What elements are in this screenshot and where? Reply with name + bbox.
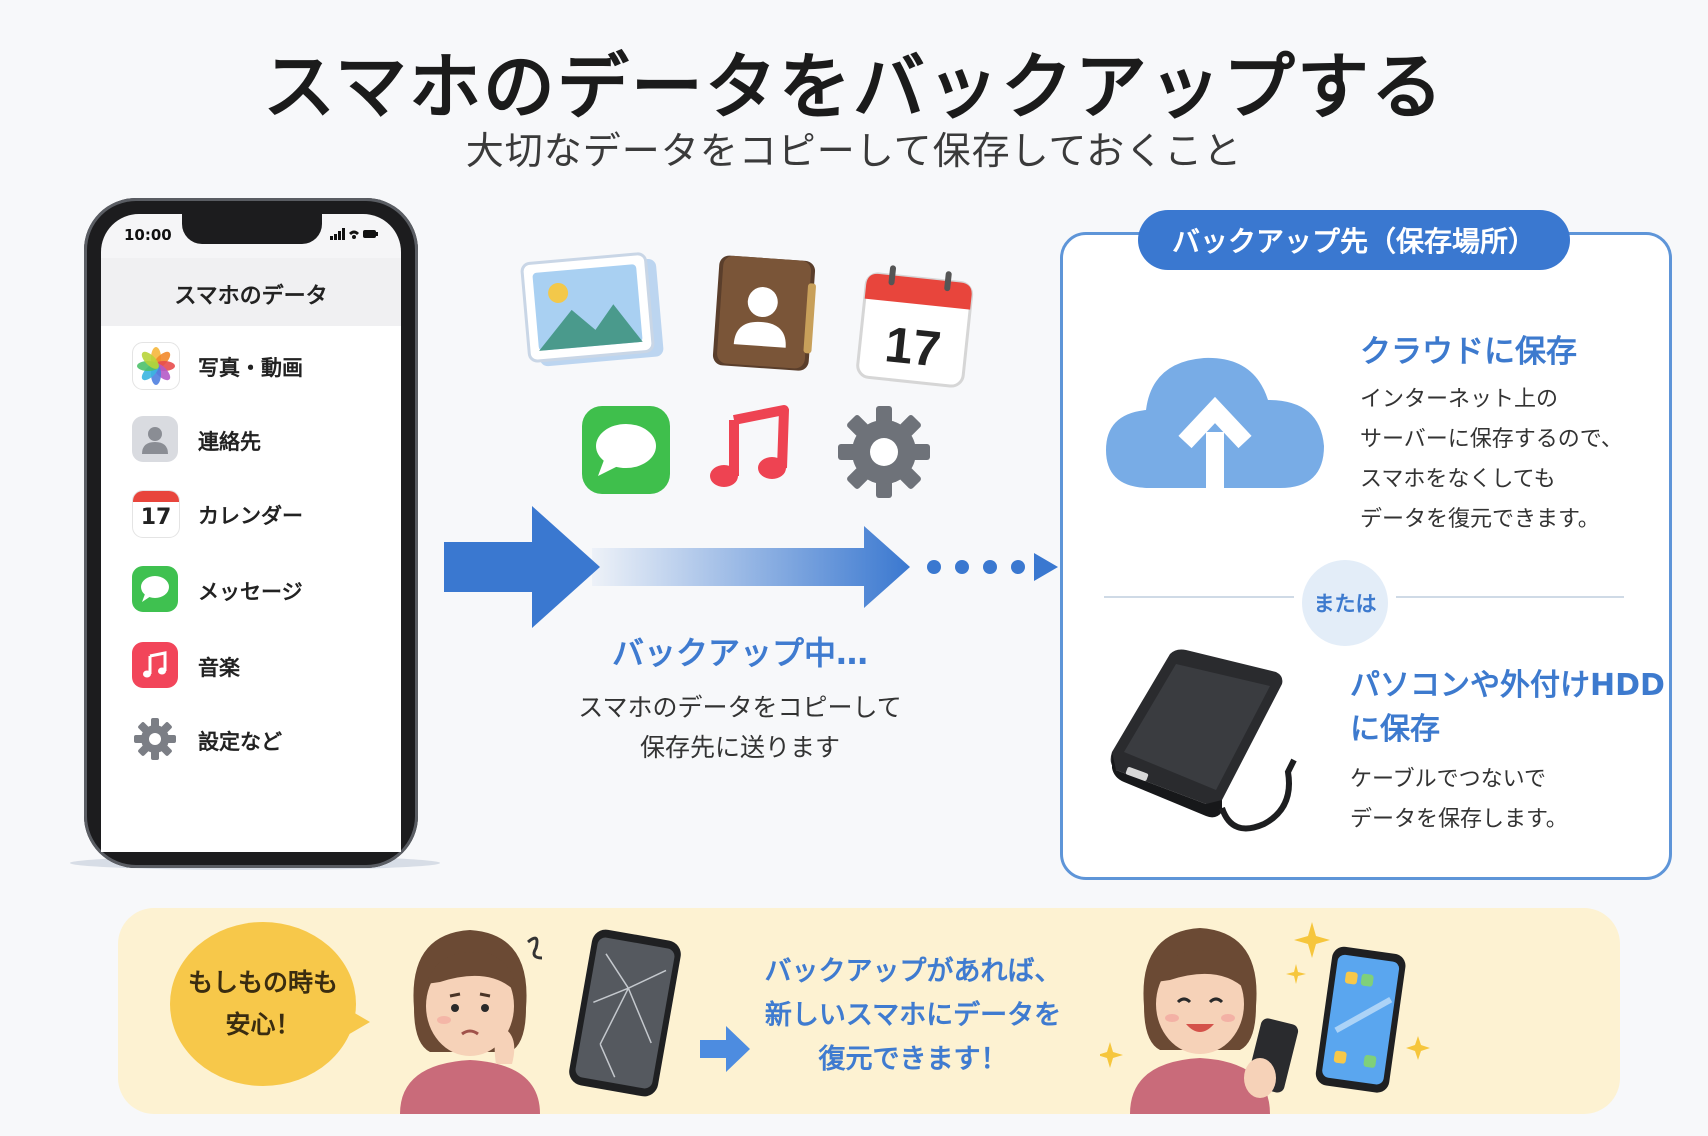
photos-icon (132, 342, 180, 390)
app-label-contacts: 連絡先 (198, 430, 261, 454)
bubble-text-line: もしもの時も (187, 968, 338, 997)
app-label-photos: 写真・動画 (198, 356, 303, 380)
app-row-contacts: 連絡先 (132, 416, 392, 470)
hdd-title-line: パソコンや外付けHDD (1350, 668, 1665, 703)
arrow-gradient (592, 526, 910, 608)
cloud-description-line: スマホをなくしても (1360, 467, 1556, 492)
contacts-icon (132, 416, 178, 462)
transfer-arrows (444, 502, 1084, 632)
banner-message-line: 復元できます！ (818, 1044, 1008, 1075)
page-subtitle: 大切なデータをコピーして保存しておくこと (465, 129, 1243, 173)
cloud-option-title: クラウドに保存 (1360, 334, 1577, 370)
signal-wifi-battery-icon (330, 228, 378, 240)
settings-icon (132, 716, 178, 762)
phone-screen-title: スマホのデータ (174, 284, 328, 309)
music-note-icon (708, 404, 790, 494)
messages-icon (132, 566, 178, 612)
message-bubble-icon (580, 404, 672, 496)
status-icons (330, 228, 378, 243)
music-icon (132, 642, 178, 688)
cloud-description-line: インターネット上の (1360, 387, 1559, 412)
or-badge: または (1302, 560, 1388, 646)
app-row-music: 音楽 (132, 642, 392, 696)
happy-woman-illustration (1097, 902, 1430, 1114)
page-title: スマホのデータをバックアップする (263, 45, 1445, 129)
app-row-messages: メッセージ (132, 566, 392, 620)
app-label-messages: メッセージ (198, 580, 303, 604)
app-label-music: 音楽 (198, 656, 240, 680)
bubble-text-line: 安心！ (225, 1010, 301, 1039)
app-row-calendar: 17 カレンダー (132, 490, 392, 544)
banner-message: バックアップがあれば、 新しいスマホにデータを 復元できます！ (748, 950, 1078, 1082)
app-label-calendar: カレンダー (198, 504, 303, 528)
photo-gallery-icon (518, 250, 668, 376)
right-arrow-icon (700, 1024, 752, 1074)
app-label-settings: 設定など (198, 730, 282, 754)
hdd-option-description: ケーブルでつないで データを保存します。 (1350, 760, 1568, 840)
hdd-title-line: に保存 (1350, 712, 1440, 747)
broken-phone-icon (566, 928, 684, 1098)
cloud-description-line: データを復元できます。 (1360, 507, 1600, 532)
calendar-icon: 17 (132, 490, 180, 538)
backup-status-label: バックアップ中… (611, 634, 868, 672)
divider-right (1396, 596, 1624, 598)
divider-left (1104, 596, 1294, 598)
cloud-option-description: インターネット上の サーバーに保存するので、 スマホをなくしても データを復元で… (1360, 380, 1623, 540)
cloud-description-line: サーバーに保存するので、 (1360, 427, 1623, 452)
phone-header-bar (101, 258, 401, 326)
speech-bubble: もしもの時も 安心！ (170, 922, 356, 1086)
backup-description-line: 保存先に送ります (639, 733, 840, 762)
hdd-option-title: パソコンや外付けHDD に保存 (1350, 664, 1665, 752)
status-time: 10:00 (124, 226, 172, 244)
hdd-description-line: ケーブルでつないで (1350, 767, 1547, 792)
gear-icon (836, 404, 932, 500)
banner-message-line: 新しいスマホにデータを (764, 1000, 1062, 1031)
calendar-day: 17 (140, 505, 172, 530)
hdd-description-line: データを保存します。 (1350, 807, 1568, 832)
backup-description: スマホのデータをコピーして 保存先に送ります (540, 688, 940, 768)
phone-notch (182, 214, 322, 244)
cloud-upload-icon (1104, 338, 1326, 494)
calendar-large-day: 17 (882, 316, 943, 378)
app-row-photos: 写真・動画 (132, 342, 392, 396)
app-row-settings: 設定など (132, 716, 392, 770)
backup-description-line: スマホのデータをコピーして (578, 693, 902, 722)
external-hdd-icon (1104, 648, 1314, 834)
address-book-icon (702, 250, 822, 376)
worried-woman-illustration (380, 914, 560, 1114)
arrow-solid (444, 506, 600, 628)
destination-heading: バックアップ先（保存場所） (1138, 210, 1570, 270)
banner-message-line: バックアップがあれば、 (764, 956, 1062, 987)
calendar-large-icon: 17 (852, 264, 978, 390)
